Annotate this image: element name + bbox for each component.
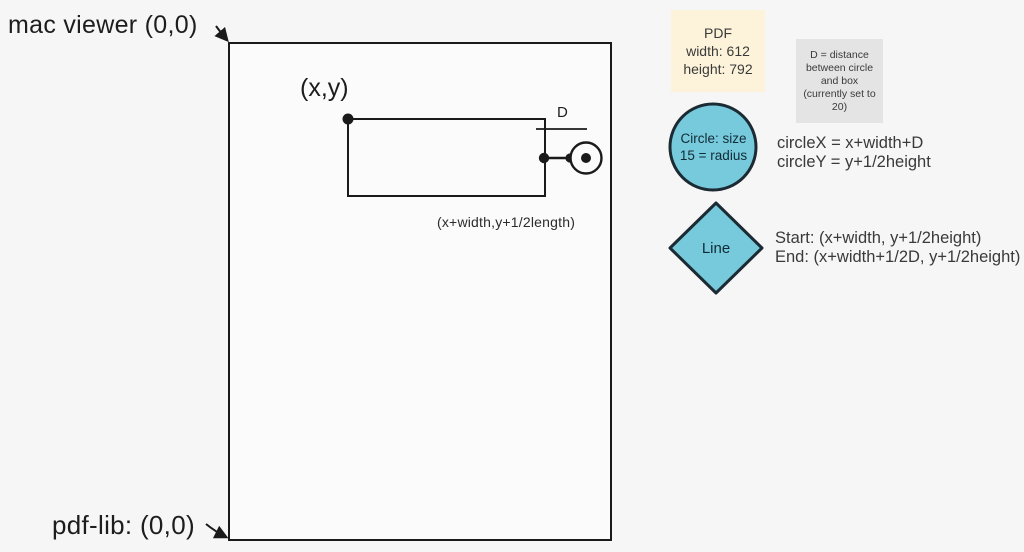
- pdflib-origin-label: pdf-lib: (0,0): [52, 510, 195, 540]
- d-distance-label: D: [557, 104, 568, 121]
- line-end-formula: End: (x+width+1/2D, y+1/2height): [775, 247, 1021, 266]
- mac-viewer-origin-label: mac viewer (0,0): [8, 11, 198, 39]
- pdf-page-rect: [228, 42, 612, 541]
- d-definition-line: (currently set to: [803, 87, 876, 100]
- xy-point-label: (x,y): [300, 74, 349, 102]
- line-start-formula: Start: (x+width, y+1/2height): [775, 229, 982, 247]
- pdflib-origin-arrow: [205, 523, 229, 539]
- legend-circle-label: Circle: size 15 = radius: [668, 130, 759, 164]
- legend-line-label: Line: [701, 240, 731, 257]
- mac-origin-arrow: [214, 25, 229, 43]
- d-definition-info-box: D = distance between circle and box (cur…: [796, 39, 883, 123]
- legend-circle-label-line: 15 = radius: [679, 148, 748, 163]
- box-midpoint-label: (x+width,y+1/2length): [437, 214, 576, 230]
- pdf-size-info-box: PDF width: 612 height: 792: [671, 10, 765, 92]
- circle-y-formula: circleY = y+1/2height: [777, 152, 931, 171]
- circle-formulas: circleX = x+width+D circleY = y+1/2heigh…: [777, 134, 931, 171]
- drawn-box-rect: [347, 118, 546, 197]
- circle-x-formula: circleX = x+width+D: [777, 134, 924, 152]
- legend-circle-label-line: Circle: size: [680, 131, 747, 146]
- d-definition-line: D = distance: [810, 48, 869, 61]
- d-definition-line: and box: [820, 74, 859, 87]
- pdf-size-line: PDF: [704, 25, 732, 41]
- d-definition-line: between circle: [805, 61, 874, 74]
- d-definition-line: 20): [831, 100, 848, 113]
- pdf-size-line: width: 612: [686, 43, 750, 59]
- pdf-size-line: height: 792: [683, 61, 753, 77]
- line-formulas: Start: (x+width, y+1/2height) End: (x+wi…: [775, 229, 1020, 266]
